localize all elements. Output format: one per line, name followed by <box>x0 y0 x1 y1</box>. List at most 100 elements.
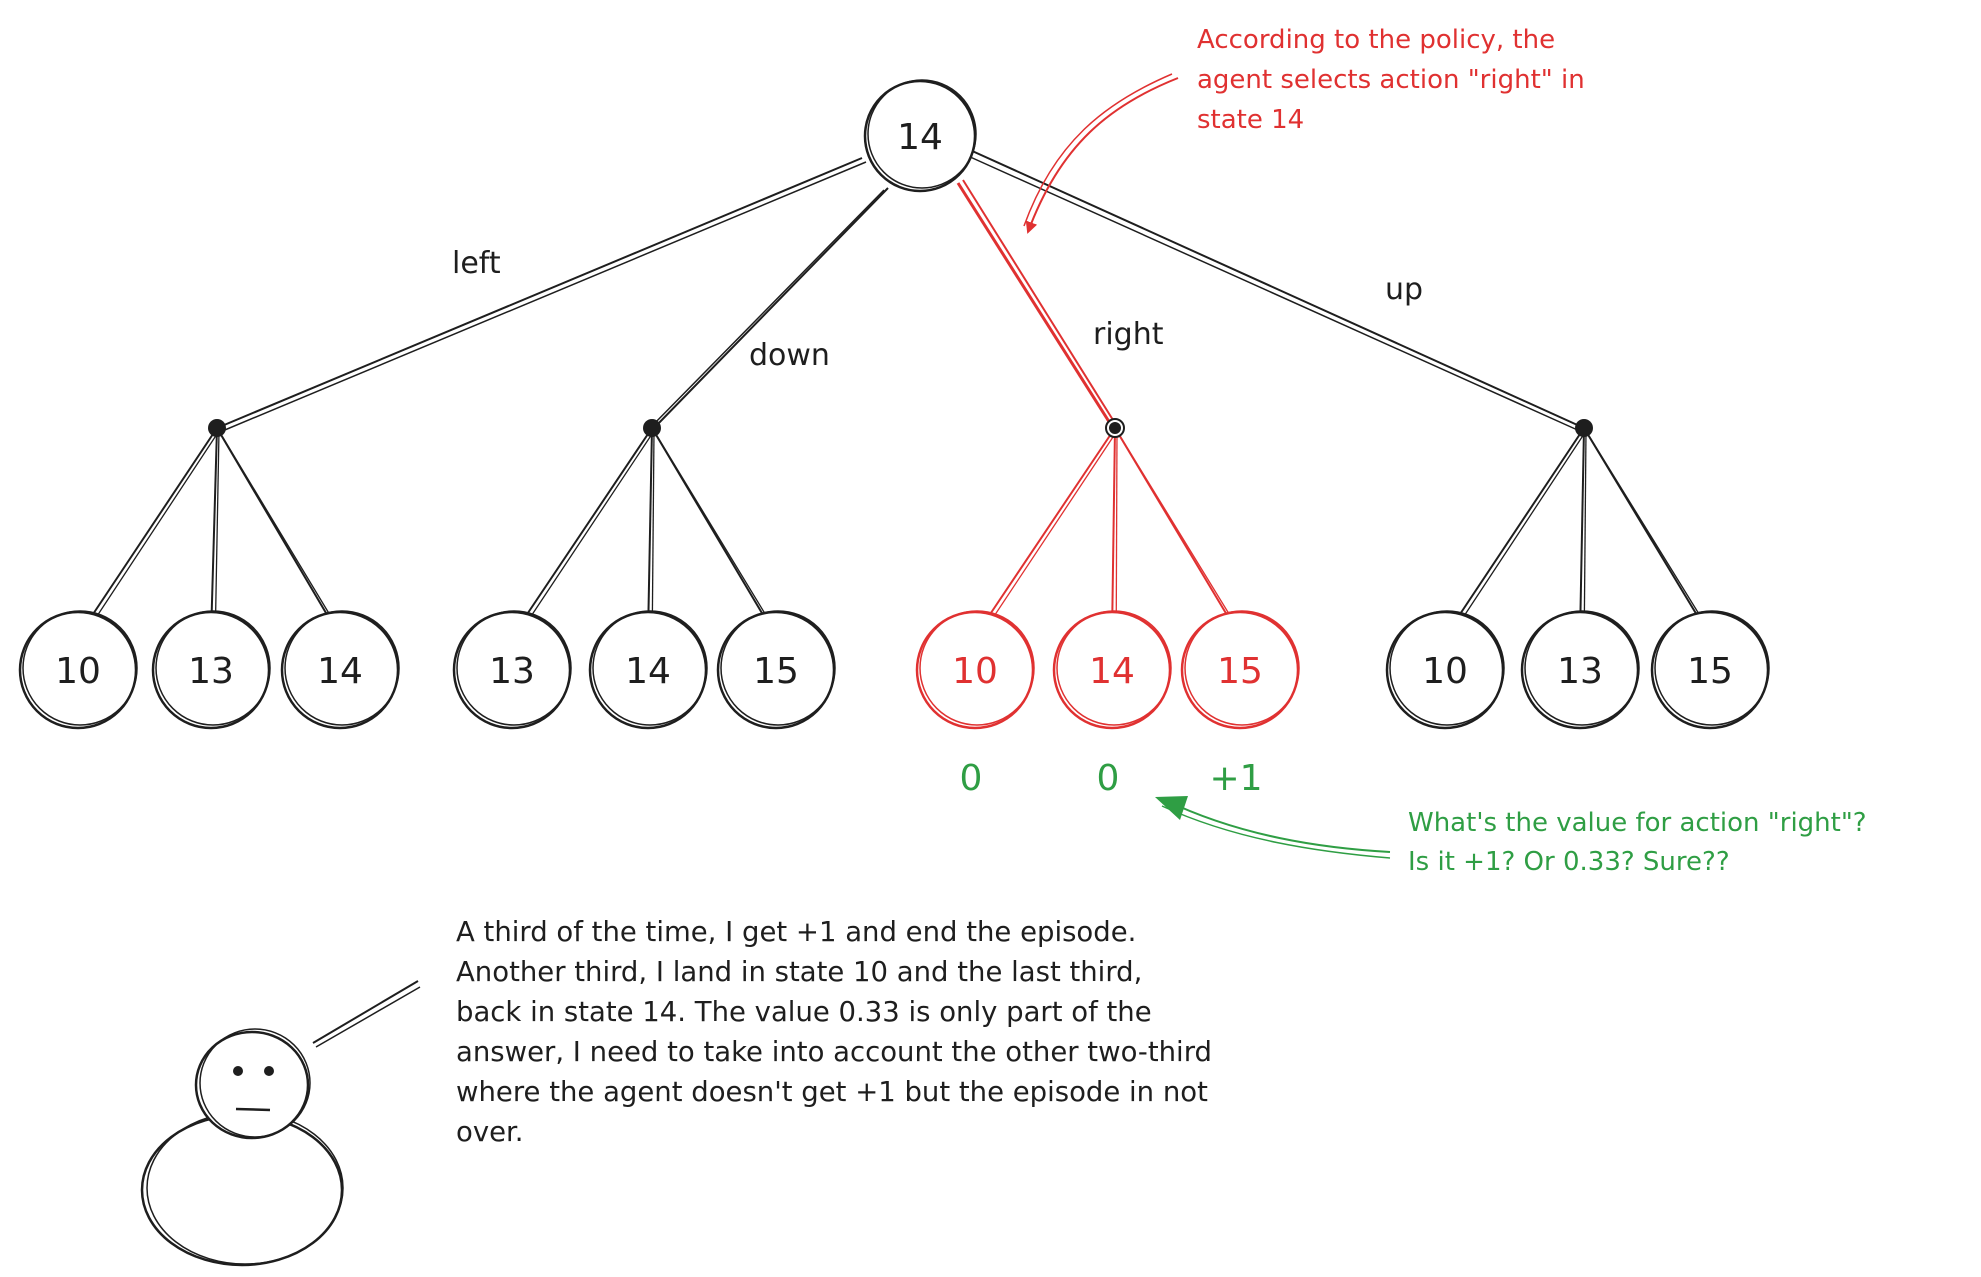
outcome-state-circle-sketch-right-3 <box>1184 610 1300 726</box>
value-question-arrow <box>1164 799 1391 853</box>
outcome-state-label-up-2: 13 <box>1557 651 1603 692</box>
outcome-edge-down-1 <box>522 427 653 621</box>
speech-line-sketch <box>315 986 421 1048</box>
outcome-state-circle-sketch-up-2 <box>1524 610 1640 726</box>
policy-note-line-3: state 14 <box>1197 105 1304 135</box>
outcome-state-circle-up-3 <box>1650 610 1770 730</box>
policy-annotation: According to the policy, the agent selec… <box>1023 25 1585 234</box>
outcome-state-circle-sketch-right-2 <box>1056 610 1172 726</box>
thought-text: A third of the time, I get +1 and end th… <box>456 916 1212 1148</box>
action-label-down: down <box>749 338 830 373</box>
outcome-edge-left-1 <box>88 427 218 621</box>
root-state-node: 14 <box>863 79 977 193</box>
chance-node-up <box>1575 419 1593 437</box>
policy-arrow-sketch <box>1023 73 1173 227</box>
edge-down-sketch <box>649 189 885 429</box>
outcome-state-circle-up-1 <box>1385 610 1505 730</box>
edge-right-sketch <box>962 179 1119 429</box>
value-question-annotation: What's the value for action "right"? Is … <box>1155 796 1867 877</box>
reward-label-1: 0 <box>960 758 983 799</box>
person-head-sketch <box>199 1028 311 1138</box>
outcome-edge-down-2 <box>647 427 653 621</box>
outcome-state-label-down-1: 13 <box>489 651 535 692</box>
outcome-edge-sketch-right-1 <box>989 430 1118 623</box>
outcome-state-circle-sketch-left-1 <box>22 610 138 726</box>
outcome-state-circle-sketch-left-2 <box>155 610 271 726</box>
outcome-state-circle-sketch-up-3 <box>1654 610 1770 726</box>
thought-line-2: Another third, I land in state 10 and th… <box>456 956 1142 988</box>
value-question-arrow-sketch <box>1161 805 1391 859</box>
outcome-state-circle-left-1 <box>18 610 138 730</box>
outcome-state-circle-sketch-down-2 <box>592 610 708 726</box>
edge-left <box>216 157 863 429</box>
action-label-right: right <box>1093 317 1164 352</box>
outcome-edge-sketch-right-2 <box>1115 430 1118 623</box>
chance-node-fill-right <box>1109 422 1121 434</box>
action-label-left: left <box>452 246 501 281</box>
edge-up-sketch <box>967 155 1583 433</box>
outcome-state-circle-down-3 <box>716 610 836 730</box>
value-question-line-2: Is it +1? Or 0.33? Sure?? <box>1408 847 1730 877</box>
chance-node-left <box>208 419 226 437</box>
chance-node-down <box>643 419 661 437</box>
outcome-edge-sketch-up-2 <box>1583 430 1587 623</box>
outcome-state-circle-up-2 <box>1520 610 1640 730</box>
outcome-state-circle-left-3 <box>280 610 400 730</box>
outcome-state-circle-sketch-down-3 <box>720 610 836 726</box>
outcome-edge-sketch-up-1 <box>1459 430 1587 623</box>
outcome-state-label-left-2: 13 <box>188 651 234 692</box>
outcome-edge-sketch-down-1 <box>526 430 655 623</box>
root-state-circle <box>863 79 977 193</box>
edge-right <box>956 182 1115 429</box>
reward-label-3: +1 <box>1209 758 1262 799</box>
policy-arrow <box>1025 77 1179 234</box>
thought-line-5: where the agent doesn't get +1 but the e… <box>456 1076 1208 1108</box>
person-left-eye <box>233 1066 243 1076</box>
thought-line-4: answer, I need to take into account the … <box>456 1036 1212 1068</box>
outcome-state-circle-sketch-up-1 <box>1389 610 1505 726</box>
policy-note-line-2: agent selects action "right" in <box>1197 65 1585 95</box>
outcome-state-circle-sketch-left-3 <box>284 610 400 726</box>
outcome-state-label-up-1: 10 <box>1422 651 1468 692</box>
thought-line-6: over. <box>456 1116 524 1148</box>
root-edges <box>216 149 1585 433</box>
outcome-state-label-down-2: 14 <box>625 651 671 692</box>
thought-line-1: A third of the time, I get +1 and end th… <box>456 916 1136 948</box>
thinking-person <box>140 980 421 1267</box>
outcome-edge-left-2 <box>210 427 218 621</box>
value-question-line-1: What's the value for action "right"? <box>1408 808 1867 838</box>
chance-nodes <box>208 418 1593 438</box>
outcome-state-label-right-1: 10 <box>952 651 998 692</box>
person-head <box>194 1030 310 1140</box>
outcome-edge-right-2 <box>1111 427 1116 621</box>
outcome-state-label-left-3: 14 <box>317 651 363 692</box>
outcome-state-circle-sketch-right-1 <box>919 610 1035 726</box>
outcome-edge-sketch-left-2 <box>214 430 220 623</box>
outcome-state-circle-down-2 <box>588 610 708 730</box>
outcome-state-label-up-3: 15 <box>1687 651 1733 692</box>
root-state-circle-sketch <box>867 79 977 189</box>
outcome-edge-sketch-up-3 <box>1585 430 1705 623</box>
outcome-state-label-right-2: 14 <box>1089 651 1135 692</box>
outcome-edge-up-2 <box>1579 427 1585 621</box>
thought-line-3: back in state 14. The value 0.33 is only… <box>456 996 1152 1028</box>
outcome-edge-sketch-left-3 <box>218 430 335 623</box>
outcome-edge-up-1 <box>1455 427 1585 621</box>
outcome-edge-sketch-right-3 <box>1116 430 1235 623</box>
outcome-edge-sketch-left-1 <box>92 430 220 623</box>
person-mouth <box>235 1107 271 1112</box>
outcome-state-label-right-3: 15 <box>1217 651 1263 692</box>
outcome-state-label-left-1: 10 <box>55 651 101 692</box>
action-label-up: up <box>1385 272 1423 307</box>
outcome-edge-sketch-down-2 <box>651 430 655 623</box>
outcome-edges <box>88 427 1705 623</box>
outcome-state-circle-down-1 <box>452 610 572 730</box>
outcome-edge-sketch-down-3 <box>653 430 771 623</box>
outcome-state-circle-sketch-down-1 <box>456 610 572 726</box>
edge-up <box>969 149 1585 429</box>
outcome-state-circle-right-3 <box>1180 610 1300 730</box>
outcome-state-circle-right-2 <box>1052 610 1172 730</box>
speech-line <box>312 980 419 1044</box>
